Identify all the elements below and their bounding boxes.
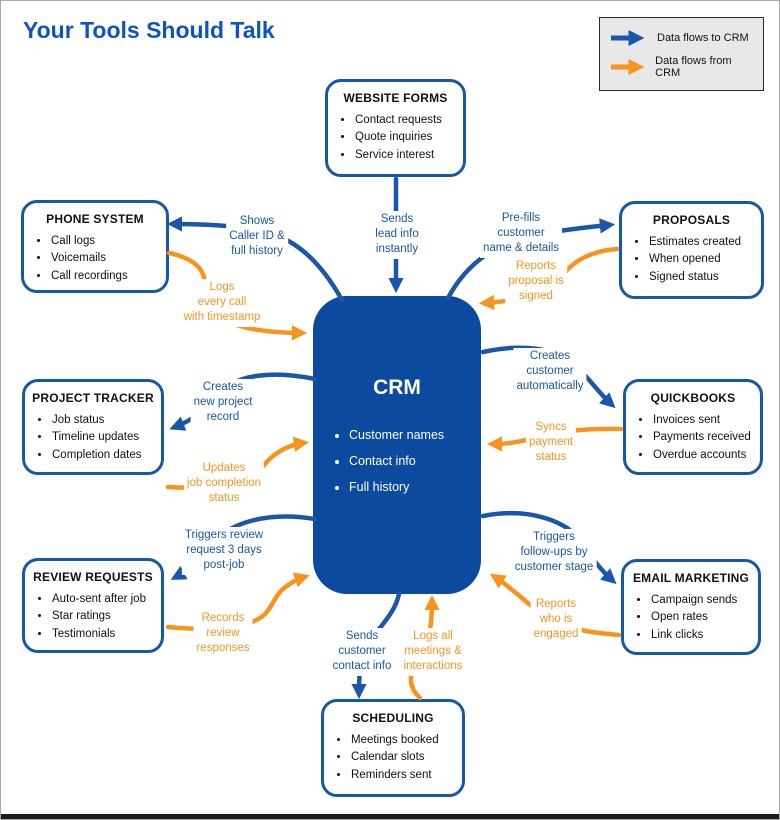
node-review-requests-title: REVIEW REQUESTS — [33, 570, 153, 584]
bottom-strip — [1, 814, 779, 819]
bullet-item: Signed status — [648, 269, 761, 286]
bullet-item: Contact requests — [354, 112, 463, 129]
legend-row-from-crm: Data flows from CRM — [608, 55, 755, 79]
node-website-forms: WEBSITE FORMS Contact requestsQuote inqu… — [325, 79, 466, 177]
legend-label-from-crm: Data flows from CRM — [655, 54, 732, 79]
bullet-item: Meetings booked — [350, 732, 462, 749]
bullet-item: Call logs — [50, 233, 166, 250]
node-email-marketing: EMAIL MARKETING Campaign sendsOpen rates… — [621, 559, 761, 655]
node-quickbooks-title: QUICKBOOKS — [650, 391, 736, 405]
bullet-item: Invoices sent — [652, 412, 760, 429]
bullet-item: Call recordings — [50, 268, 166, 285]
bullet-item: Overdue accounts — [652, 447, 760, 464]
legend-label-to-crm: Data flows to CRM — [657, 31, 749, 44]
bullet-item: Reminders sent — [350, 767, 462, 784]
flow-label-crm-to-quickbooks: Creates customer automatically — [513, 348, 587, 396]
flow-label-crm-to-project: Creates new project record — [190, 379, 256, 427]
bullet-item: Open rates — [650, 609, 758, 626]
flow-label-phone-to-crm: Logs every call with timestamp — [180, 279, 264, 327]
node-scheduling: SCHEDULING Meetings bookedCalendar slots… — [321, 699, 465, 797]
flow-label-website-to-crm: Sends lead info instantly — [372, 211, 422, 259]
node-quickbooks-bullets: Invoices sentPayments receivedOverdue ac… — [626, 412, 760, 464]
node-email-marketing-title: EMAIL MARKETING — [632, 571, 750, 585]
crm-title: CRM — [373, 376, 421, 399]
node-review-requests: REVIEW REQUESTS Auto-sent after jobStar … — [22, 558, 164, 653]
bullet-item: Customer names — [349, 426, 481, 445]
node-quickbooks: QUICKBOOKS Invoices sentPayments receive… — [623, 379, 763, 475]
bullet-item: Star ratings — [51, 608, 161, 625]
page-title: Your Tools Should Talk — [23, 17, 275, 43]
bullet-item: Timeline updates — [51, 429, 161, 446]
flow-label-review-to-crm: Records review responses — [193, 610, 253, 658]
node-project-tracker-bullets: Job statusTimeline updatesCompletion dat… — [25, 412, 161, 464]
legend-row-to-crm: Data flows to CRM — [608, 29, 755, 46]
bullet-item: Payments received — [652, 429, 760, 446]
flow-label-scheduling-to-crm: Logs all meetings & interactions — [400, 628, 466, 676]
bullet-item: Contact info — [349, 452, 481, 471]
flow-label-crm-to-phone: Shows Caller ID & full history — [226, 213, 288, 261]
flow-label-quickbooks-to-crm: Syncs payment status — [525, 419, 577, 467]
flow-label-crm-to-review: Triggers review request 3 days post-job — [181, 527, 267, 575]
node-scheduling-title: SCHEDULING — [352, 711, 434, 725]
node-phone-system-bullets: Call logsVoicemailsCall recordings — [24, 233, 166, 285]
flow-label-crm-to-proposals: Pre-fills customer name & details — [479, 210, 563, 258]
flow-label-crm-to-scheduling: Sends customer contact info — [329, 628, 395, 676]
bullet-item: Quote inquiries — [354, 129, 463, 146]
bullet-item: Campaign sends — [650, 592, 758, 609]
crm-hub: CRM Customer namesContact infoFull histo… — [313, 296, 481, 594]
flow-label-proposals-to-crm: Reports proposal is signed — [505, 258, 567, 306]
bullet-item: Link clicks — [650, 627, 758, 644]
node-project-tracker: PROJECT TRACKER Job statusTimeline updat… — [22, 379, 164, 475]
bullet-item: Full history — [349, 478, 481, 497]
legend-box: Data flows to CRM Data flows from CRM — [599, 17, 764, 91]
orange-arrow-icon — [611, 58, 645, 75]
flow-label-project-to-crm: Updates job completion status — [183, 460, 265, 508]
node-project-tracker-title: PROJECT TRACKER — [32, 391, 154, 405]
flow-label-email-to-crm: Reports who is engaged — [530, 596, 582, 644]
bullet-item: Completion dates — [51, 447, 161, 464]
flow-label-crm-to-email: Triggers follow-ups by customer stage — [511, 529, 597, 577]
node-scheduling-bullets: Meetings bookedCalendar slotsReminders s… — [324, 732, 462, 784]
node-website-forms-title: WEBSITE FORMS — [343, 91, 448, 105]
crm-bullets: Customer namesContact infoFull history — [313, 426, 481, 496]
bullet-item: When opened — [648, 251, 761, 268]
node-phone-system-title: PHONE SYSTEM — [46, 212, 144, 226]
node-website-forms-bullets: Contact requestsQuote inquiriesService i… — [328, 112, 463, 164]
node-proposals-bullets: Estimates createdWhen openedSigned statu… — [622, 234, 761, 286]
bullet-item: Service interest — [354, 147, 463, 164]
bullet-item: Calendar slots — [350, 749, 462, 766]
node-proposals-title: PROPOSALS — [652, 213, 731, 227]
bullet-item: Job status — [51, 412, 161, 429]
node-email-marketing-bullets: Campaign sendsOpen ratesLink clicks — [624, 592, 758, 644]
bullet-item: Testimonials — [51, 626, 161, 643]
node-proposals: PROPOSALS Estimates createdWhen openedSi… — [619, 201, 764, 299]
node-review-requests-bullets: Auto-sent after jobStar ratingsTestimoni… — [25, 591, 161, 643]
blue-arrow-icon — [611, 29, 645, 46]
bullet-item: Auto-sent after job — [51, 591, 161, 608]
node-phone-system: PHONE SYSTEM Call logsVoicemailsCall rec… — [21, 200, 169, 293]
bullet-item: Voicemails — [50, 250, 166, 267]
bullet-item: Estimates created — [648, 234, 761, 251]
